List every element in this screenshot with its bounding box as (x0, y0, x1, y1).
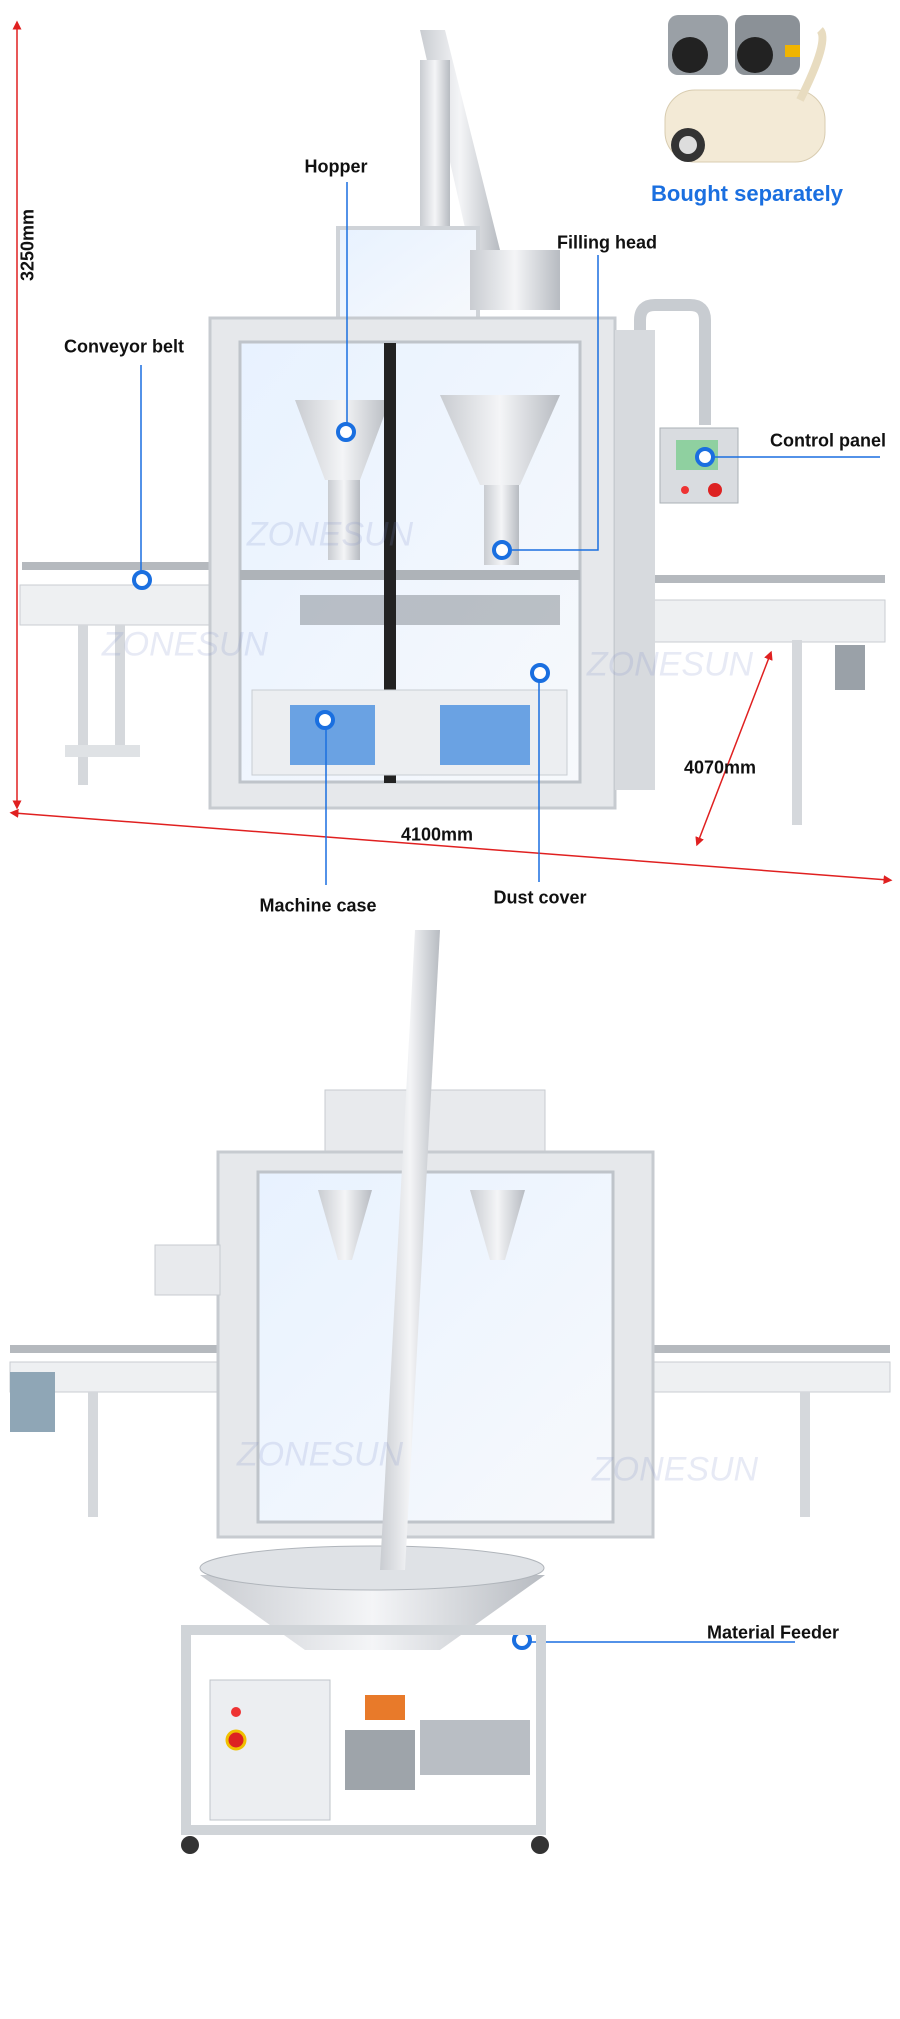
watermark: ZONESUN (591, 1450, 759, 1489)
conveyor-belt-label: Conveyor belt (63, 336, 185, 357)
material-feeder-label: Material Feeder (706, 1622, 840, 1643)
machine-case-label: Machine case (259, 895, 377, 916)
height-dimension: 3250mm (17, 208, 38, 282)
width-dimension-line (9, 808, 893, 885)
watermark: ZONESUN (236, 1435, 404, 1474)
width-dimension: 4100mm (400, 824, 474, 845)
watermark: ZONESUN (586, 645, 754, 684)
hopper-label: Hopper (304, 156, 368, 177)
filling-head-label: Filling head (556, 232, 658, 253)
callout-lines (140, 182, 880, 1643)
dust-cover-label: Dust cover (493, 887, 587, 908)
watermark: ZONESUN (101, 625, 269, 664)
callout-markers (132, 422, 715, 1650)
control-panel-label: Control panel (770, 430, 886, 451)
bought-separately-label: Bought separately (651, 181, 843, 206)
compressor-image (664, 15, 827, 163)
watermark: ZONESUN (246, 515, 414, 554)
depth-dimension: 4070mm (683, 757, 757, 778)
depth-dimension-line (695, 650, 773, 847)
